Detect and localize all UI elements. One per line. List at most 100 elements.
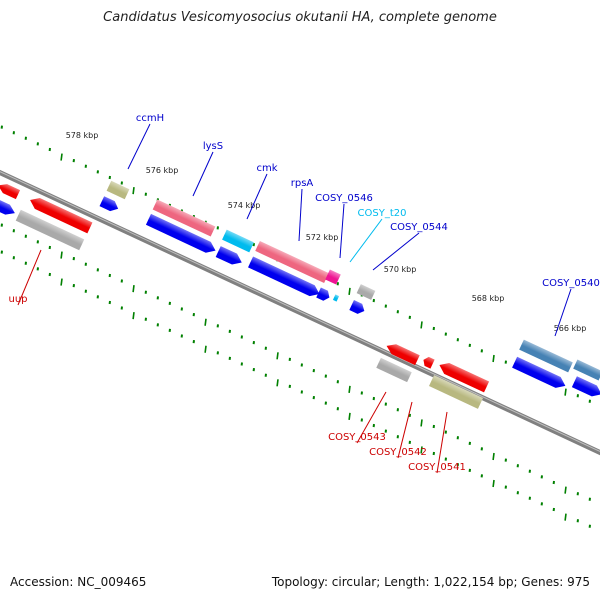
leader-line (436, 411, 448, 474)
lower-row-2-tick (60, 278, 63, 286)
feature-cds-shape (512, 356, 566, 388)
leader-line (397, 401, 413, 459)
feature-COSY_0541 (428, 375, 484, 409)
feature-cds (316, 287, 330, 301)
leader-line (372, 232, 420, 271)
upper-row-tick (564, 388, 567, 396)
feature-track (0, 180, 600, 409)
feature-uup-misc-shape (15, 209, 85, 251)
gene-label: rpsA (291, 178, 314, 189)
feature-gene (439, 362, 490, 393)
feature-rpsA (255, 240, 329, 284)
scale-label: 574 kbp (228, 201, 261, 210)
backbone-highlight (0, 171, 600, 452)
feature-cds (99, 196, 119, 212)
feature-labels: 578 kbp 576 kbp 574 kbp 572 kbp 570 kbp 568 k… (8, 113, 600, 474)
genome-backbone (0, 169, 600, 456)
gene-label: lysS (203, 141, 223, 152)
feature-COSY_0542 (423, 356, 435, 369)
gene-label: COSY_0544 (390, 222, 448, 233)
feature-COSY_0540-shape (519, 339, 573, 373)
accession-text: Accession: NC_009465 (10, 575, 147, 589)
feature-uup-misc (15, 209, 85, 251)
feature-cds-shape (145, 213, 216, 253)
lower-row-tick (132, 285, 135, 293)
lower-row-tick (420, 419, 423, 427)
scale-label: 572 kbp (306, 233, 339, 242)
lower-row-tick (564, 486, 567, 494)
feature-COSY_t20-shape (332, 294, 340, 302)
gene-label: COSY_0542 (369, 447, 427, 458)
feature-cds (512, 356, 566, 388)
gene-label: COSY_0541 (408, 462, 466, 473)
map-title: Candidatus Vesicomyosocius okutanii HA, … (103, 10, 497, 25)
feature-COSY_0541-shape (428, 375, 484, 409)
feature-steelblue-shape (573, 359, 600, 381)
feature-COSY_0542-shape (423, 356, 435, 369)
feature-ccmH-pseudo-shape (106, 180, 130, 200)
feature-COSY_0546-shape (325, 269, 341, 285)
feature-COSY_0543 (376, 357, 412, 383)
feature-gene-shape (0, 184, 21, 200)
tick-marks (0, 125, 591, 528)
feature-COSY_0544-shape (356, 284, 376, 300)
gene-label: uup (8, 294, 27, 305)
upper-row-tick (420, 321, 423, 329)
feature-COSY_t20 (332, 294, 340, 302)
feature-cds (145, 213, 216, 253)
lower-row-tick (348, 385, 351, 393)
leader-line (554, 288, 572, 337)
feature-gene-shape (386, 344, 420, 366)
feature-cds-shape (571, 376, 600, 397)
feature-lysS-shape (152, 199, 216, 237)
feature-ccmH-pseudo (106, 180, 130, 200)
scale-label: 570 kbp (384, 265, 417, 274)
lower-row-2-tick (204, 345, 207, 353)
feature-gene (386, 344, 420, 366)
feature-cmk (222, 229, 254, 253)
leader-line (192, 151, 214, 197)
lower-row-tick (204, 318, 207, 326)
upper-row-tick (492, 354, 495, 363)
upper-row-tick (60, 153, 63, 161)
scale-label: 576 kbp (146, 166, 179, 175)
gene-label: cmk (256, 163, 277, 174)
leader-line (127, 123, 151, 170)
leader-line (349, 218, 383, 263)
lower-row-tick (492, 452, 495, 461)
lower-row-2-tick (132, 312, 135, 320)
lower-row-tick (276, 352, 279, 360)
gene-label: ccmH (136, 113, 164, 124)
feature-steelblue (573, 359, 600, 381)
gene-label: COSY_0543 (328, 432, 386, 443)
feature-cmk-shape (222, 229, 254, 253)
scale-label: 568 kbp (472, 294, 505, 303)
feature-gene-shape (30, 197, 93, 234)
genome-summary-text: Topology: circular; Length: 1,022,154 bp… (271, 575, 590, 589)
upper-row-tick (132, 187, 135, 195)
feature-cds-shape (99, 196, 119, 212)
feature-cds (571, 376, 600, 397)
feature-lysS (152, 199, 216, 237)
leader-line (17, 249, 42, 306)
scale-label: 578 kbp (66, 131, 99, 140)
feature-COSY_0544 (356, 284, 376, 300)
feature-cds-shape (215, 246, 242, 265)
feature-gene (30, 197, 93, 234)
leader-line (339, 203, 345, 259)
gene-label: COSY_0540 (542, 278, 600, 289)
feature-COSY_0540 (519, 339, 573, 373)
backbone-line (0, 169, 600, 456)
feature-cds-shape (0, 197, 15, 215)
lower-row-2-tick (276, 379, 279, 387)
feature-cds-shape (316, 287, 330, 301)
lower-row-tick (60, 251, 63, 259)
feature-cds (349, 300, 365, 314)
upper-row-tick (348, 287, 351, 295)
lower-row-2-tick (420, 446, 423, 454)
scale-label: 566 kbp (554, 324, 587, 333)
lower-row-2-tick (564, 513, 567, 521)
leader-line (246, 173, 268, 220)
feature-cds-shape (349, 300, 365, 314)
